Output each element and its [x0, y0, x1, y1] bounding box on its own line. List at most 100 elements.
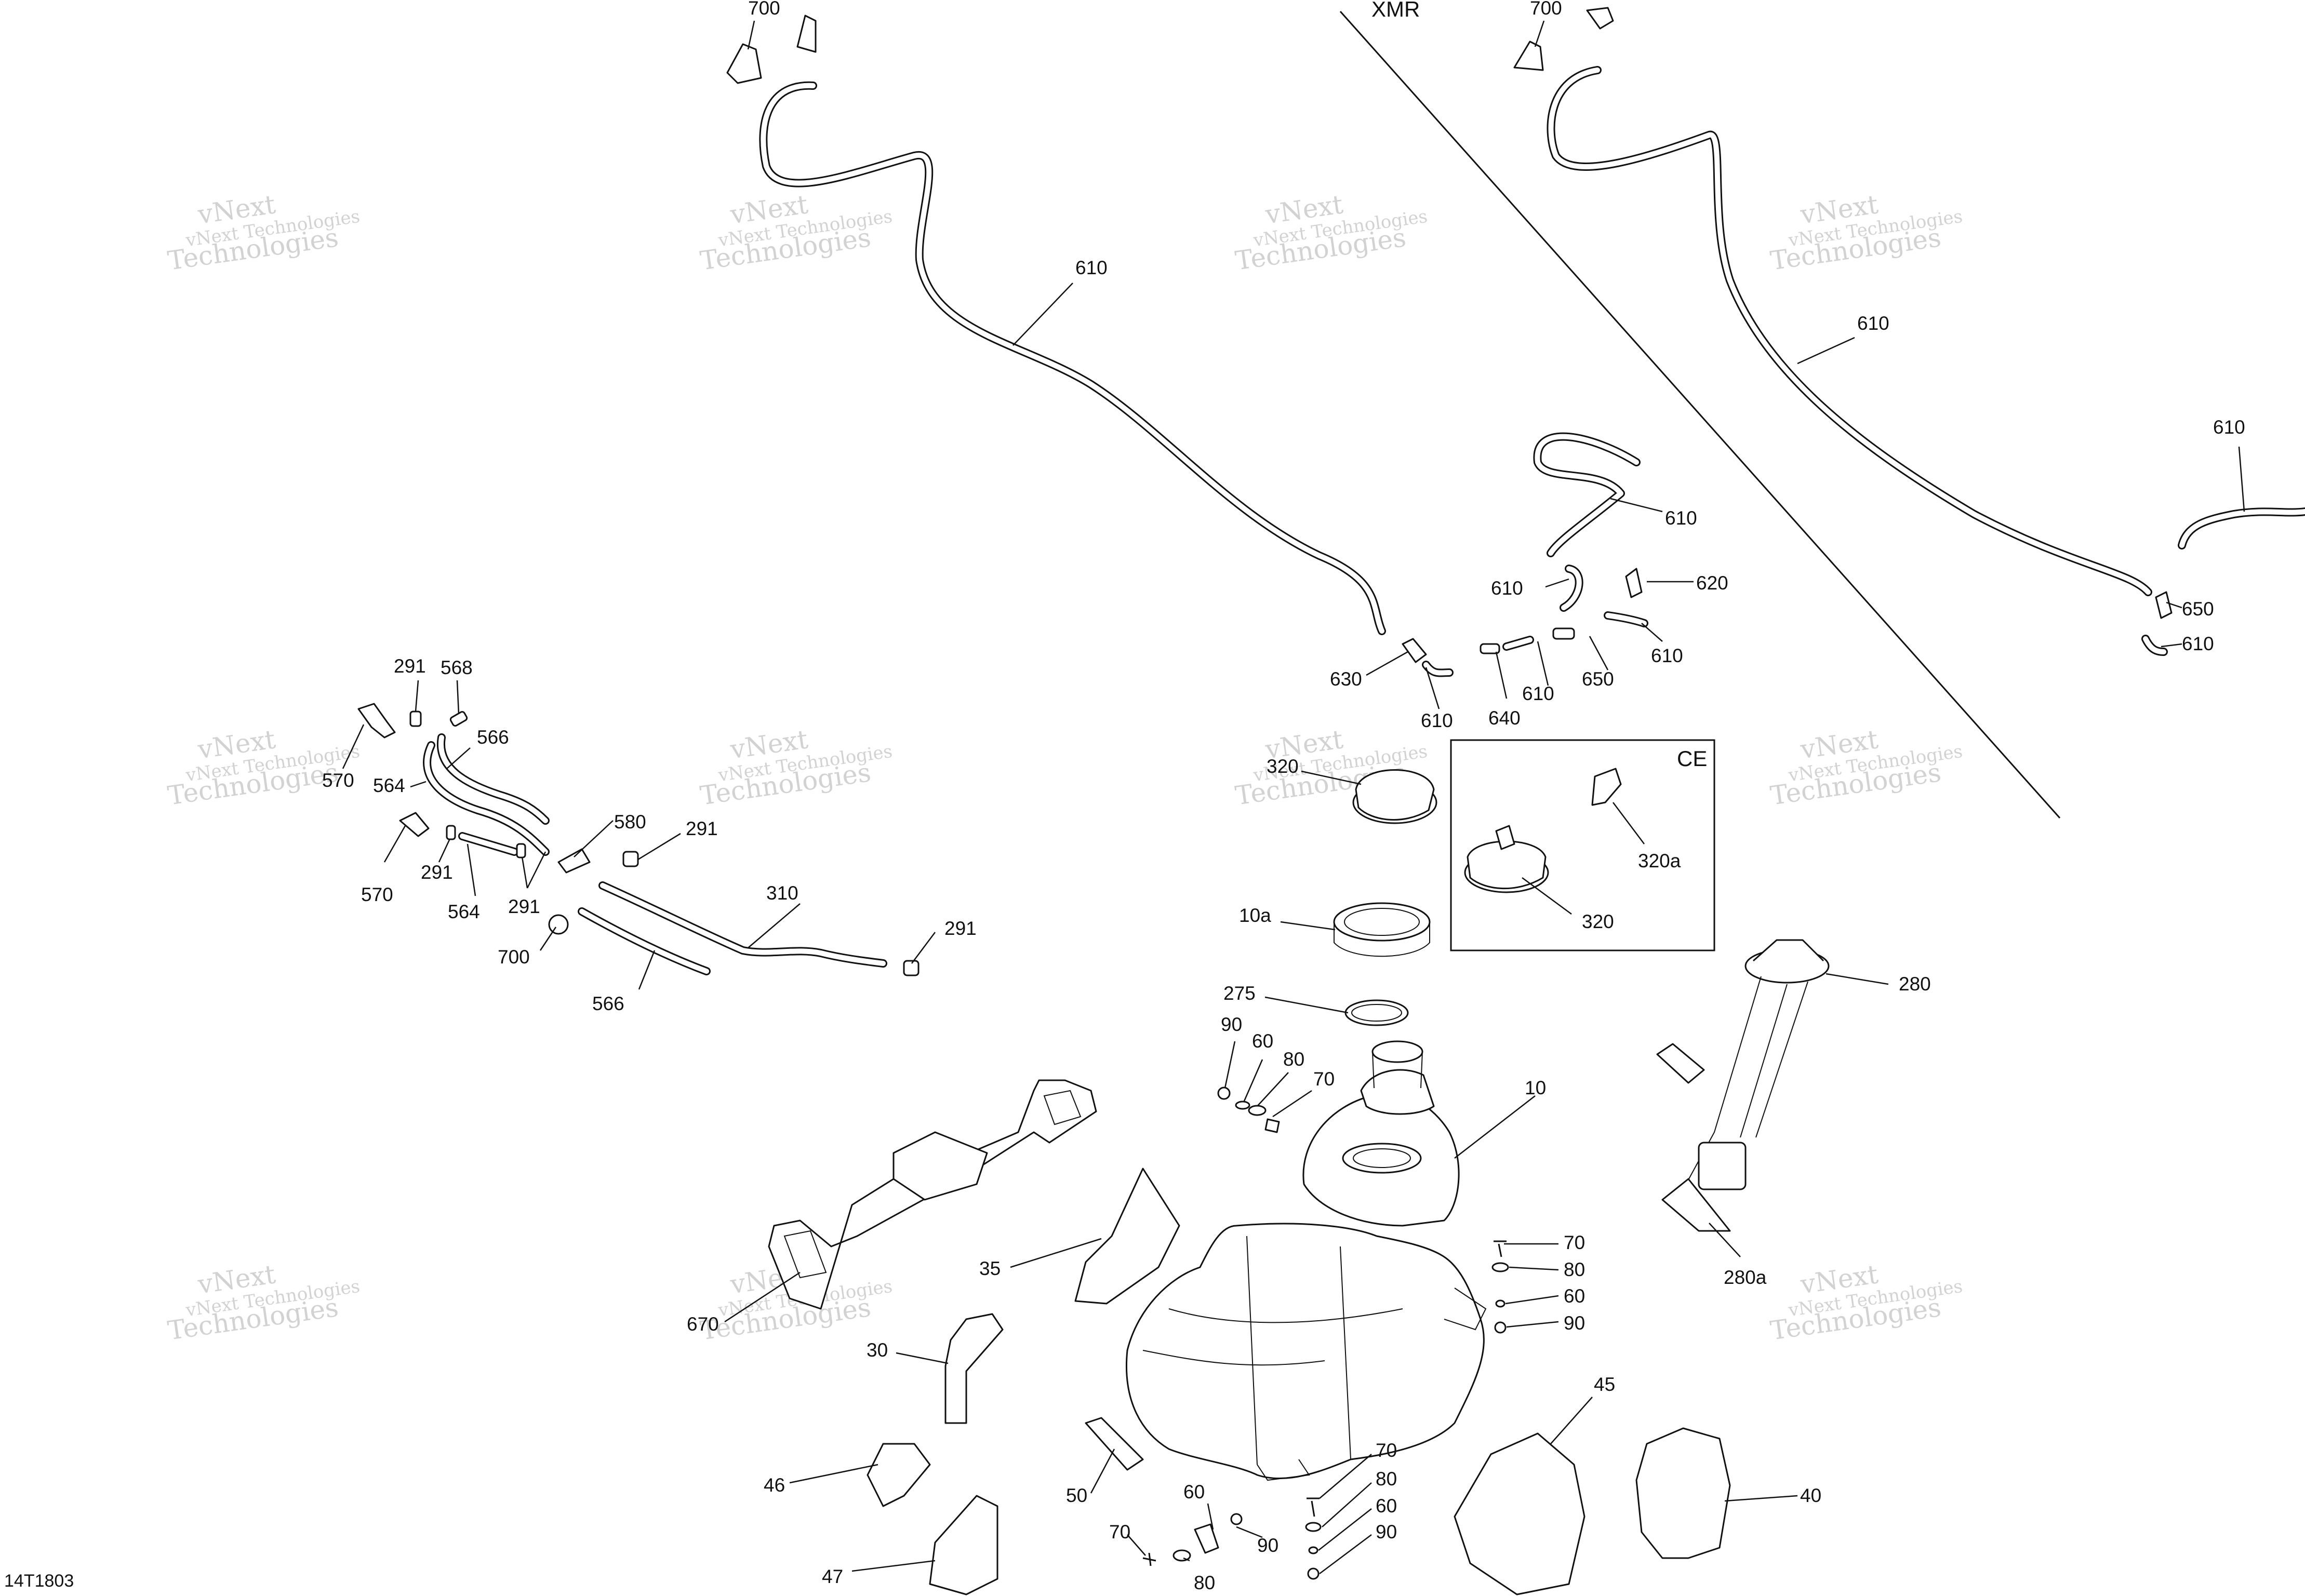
pad-45 [1454, 1432, 1585, 1595]
leader-lines [342, 20, 2245, 1574]
callout-label: 291 [508, 896, 540, 917]
callout-label: 610 [2182, 633, 2214, 654]
callout-label: 60 [1564, 1285, 1585, 1307]
xmr-section-label: XMR [1371, 0, 1420, 21]
callout-label: 320 [1267, 756, 1299, 777]
callout-label: 291 [421, 862, 453, 883]
callout-label: 610 [1665, 507, 1697, 529]
callout-label: 80 [1376, 1468, 1397, 1490]
callout-label: 568 [441, 657, 473, 678]
callout-label: 610 [1421, 710, 1453, 731]
vent-hose-far-right [2178, 507, 2305, 549]
callout-label: 580 [614, 811, 646, 833]
vent-hose-left [759, 81, 1386, 635]
vent-hose-loop [1533, 432, 1641, 557]
vent-hose-right [1547, 66, 2152, 596]
callout-label: 630 [1330, 668, 1362, 690]
callout-label: 566 [477, 727, 509, 748]
callout-label: 291 [394, 655, 426, 677]
callout-label: 650 [1582, 668, 1614, 690]
callout-label: 70 [1376, 1440, 1397, 1461]
bracket-670 [768, 1079, 1097, 1310]
callout-label: 640 [1488, 707, 1521, 729]
callout-label: 570 [322, 770, 354, 791]
clip-700-left [726, 15, 817, 84]
callout-label: 45 [1594, 1374, 1615, 1395]
callout-label: 90 [1221, 1014, 1242, 1035]
callout-label: 320a [1638, 850, 1681, 871]
vent-connector-group [1402, 565, 2173, 677]
callout-label: 80 [1194, 1572, 1215, 1593]
callout-label: 70 [1109, 1521, 1130, 1543]
clip-700-right [1513, 7, 1614, 71]
callout-label: 70 [1313, 1068, 1335, 1090]
callout-label: 566 [592, 993, 624, 1014]
callout-label: 80 [1283, 1049, 1304, 1070]
fuel-tank-10 [1126, 1040, 1487, 1481]
callout-label: 291 [944, 918, 977, 939]
fasteners [1142, 1087, 1509, 1580]
callout-label: 564 [448, 901, 480, 922]
heat-shield-30 [944, 1313, 1004, 1424]
callout-label: 610 [1491, 578, 1523, 599]
callout-label: 320 [1582, 911, 1614, 932]
callout-label: 570 [361, 884, 393, 905]
xmr-divider-line [1339, 11, 2061, 819]
fuel-connectors [357, 703, 920, 976]
callout-label: 700 [498, 946, 530, 968]
fuel-hose-564-lower [458, 832, 518, 856]
callout-label: 10a [1239, 905, 1271, 926]
callout-label: 60 [1252, 1030, 1273, 1052]
strap-50 [1085, 1417, 1144, 1471]
callout-label: 90 [1564, 1312, 1585, 1334]
callout-label: 610 [2213, 417, 2245, 438]
callout-label: 610 [1522, 683, 1554, 704]
heat-shield-35 [1074, 1168, 1180, 1305]
figure-id: 14T1803 [4, 1571, 74, 1591]
callout-label: 35 [979, 1258, 1001, 1279]
callout-label: 280a [1724, 1267, 1767, 1288]
callout-label: 610 [1651, 645, 1683, 666]
callout-label: 670 [687, 1313, 719, 1335]
callout-label: 40 [1800, 1485, 1821, 1506]
callout-label: 564 [373, 775, 405, 796]
pad-40 [1635, 1427, 1731, 1559]
ce-section-label: CE [1677, 746, 1707, 771]
callout-label: 47 [822, 1566, 843, 1587]
locking-fuel-cap-320 [1464, 825, 1549, 893]
callout-label: 650 [2182, 598, 2214, 620]
pad-46 [867, 1443, 931, 1507]
fuel-hose-566-upper [436, 733, 550, 825]
callout-label: 620 [1696, 572, 1728, 594]
locking-ring-10a [1333, 902, 1431, 957]
callout-label: 275 [1223, 983, 1256, 1004]
callout-label: 60 [1183, 1481, 1205, 1503]
ce-variant-box [1450, 739, 1715, 951]
callout-label: 30 [867, 1339, 888, 1361]
callout-labels: 700 700 610 610 610 610 610 620 630 610 … [322, 0, 2245, 1593]
callout-label: 310 [766, 882, 798, 904]
callout-label: 60 [1376, 1495, 1397, 1517]
callout-label: 46 [764, 1474, 785, 1496]
callout-label: 80 [1564, 1259, 1585, 1280]
callout-label: 10 [1525, 1077, 1546, 1098]
fuel-cap-320 [1352, 769, 1437, 824]
callout-label: 90 [1376, 1521, 1397, 1543]
callout-label: 610 [1857, 313, 1889, 334]
callout-label: 291 [686, 818, 718, 839]
callout-label: 90 [1257, 1535, 1278, 1556]
callout-label: 50 [1066, 1485, 1087, 1506]
callout-label: 610 [1075, 257, 1108, 278]
fuel-hose-564-upper [423, 741, 550, 856]
callout-label: 700 [748, 0, 780, 19]
